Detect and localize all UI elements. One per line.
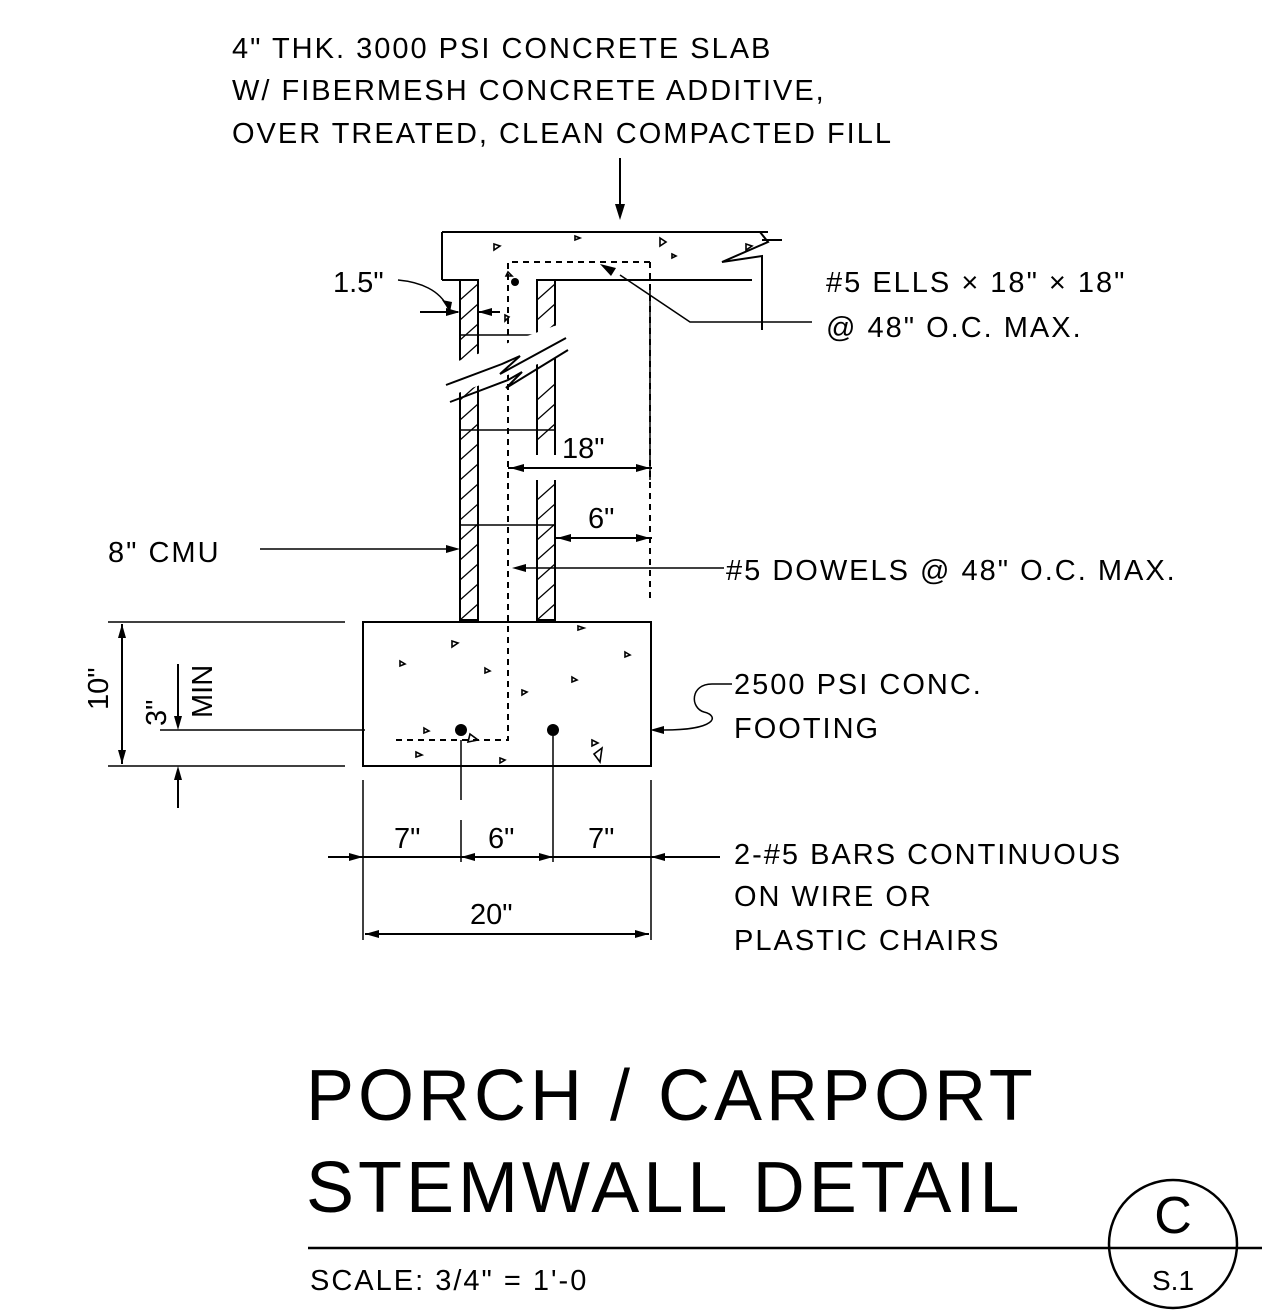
footing-depth-dim-label: 10"	[83, 667, 115, 710]
footing-note-line-1: 2500 PSI CONC.	[734, 669, 983, 701]
cmu-stemwall	[442, 279, 571, 621]
ells-note: #5 ELLS × 18" × 18" @ 48" O.C. MAX.	[600, 264, 1126, 344]
footing-note-line-2: FOOTING	[734, 713, 880, 745]
ells-note-line-2: @ 48" O.C. MAX.	[826, 312, 1083, 344]
footing-width-dim-label: 20"	[470, 899, 513, 931]
footing-note: 2500 PSI CONC. FOOTING	[650, 669, 983, 745]
footing-depth-dimension: 10"	[83, 621, 345, 767]
bars-note-line-1: 2-#5 BARS CONTINUOUS	[734, 839, 1122, 871]
title-block: PORCH / CARPORT STEMWALL DETAIL SCALE: 3…	[306, 1056, 1262, 1297]
cover-dimension: 1.5"	[333, 267, 500, 316]
ell-leg-dimension: 18"	[508, 290, 652, 480]
bars-note-line-3: PLASTIC CHAIRS	[734, 925, 1001, 957]
detail-sheet-number: S.1	[1152, 1265, 1194, 1296]
ell-leg-dim-label: 18"	[562, 433, 605, 465]
title-line-2: STEMWALL DETAIL	[306, 1148, 1023, 1228]
cmu-note: 8" CMU	[108, 537, 460, 569]
dowel-offset-dimension: 6"	[555, 503, 652, 542]
scale-note: SCALE: 3/4" = 1'-0	[310, 1265, 588, 1297]
bar-spacing-dim-label: 6"	[488, 823, 514, 855]
detail-letter: C	[1154, 1187, 1192, 1245]
slab-leader-arrow	[615, 204, 625, 220]
footing-width-dimensions: 7" 6" 7" 20"	[328, 736, 720, 940]
slab-note-line-3: OVER TREATED, CLEAN COMPACTED FILL	[232, 118, 893, 150]
bar-clearance-min-label: MIN	[187, 665, 219, 718]
detail-tag: C S.1	[1107, 1178, 1239, 1310]
bars-note: 2-#5 BARS CONTINUOUS ON WIRE OR PLASTIC …	[734, 839, 1122, 957]
edge-left-dim-label: 7"	[394, 823, 420, 855]
bar-clearance-dimension: 3" MIN	[141, 664, 365, 808]
slab-note-line-1: 4" THK. 3000 PSI CONCRETE SLAB	[232, 33, 772, 65]
bar-clearance-dim-label: 3"	[141, 700, 173, 726]
concrete-slab	[441, 231, 782, 330]
ell-rebar	[395, 261, 651, 741]
cmu-note-label: 8" CMU	[108, 537, 221, 569]
cover-dim-label: 1.5"	[333, 267, 384, 299]
slab-note: 4" THK. 3000 PSI CONCRETE SLAB W/ FIBERM…	[232, 33, 893, 220]
ells-note-line-1: #5 ELLS × 18" × 18"	[826, 267, 1126, 299]
dowels-note-label: #5 DOWELS @ 48" O.C. MAX.	[726, 555, 1177, 587]
dowels-note: #5 DOWELS @ 48" O.C. MAX.	[512, 555, 1177, 587]
dowel-offset-dim-label: 6"	[588, 503, 614, 535]
title-line-1: PORCH / CARPORT	[306, 1056, 1037, 1136]
concrete-footing	[362, 621, 652, 767]
bars-note-line-2: ON WIRE OR	[734, 881, 933, 913]
slab-note-line-2: W/ FIBERMESH CONCRETE ADDITIVE,	[232, 75, 826, 107]
edge-right-dim-label: 7"	[588, 823, 614, 855]
